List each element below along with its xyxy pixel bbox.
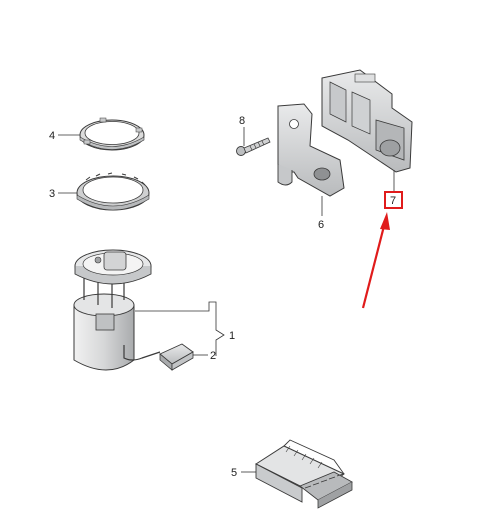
callout-3: 3	[49, 188, 55, 200]
part-7-carrier	[321, 69, 413, 173]
highlight-arrow	[361, 212, 390, 309]
callout-5: 5	[231, 467, 237, 479]
part-5-connector	[254, 439, 353, 509]
part-1-fuel-pump-module	[73, 249, 161, 371]
highlight-box-7	[384, 191, 403, 209]
callout-7: 7	[390, 195, 396, 207]
callout-8: 8	[239, 115, 245, 127]
callout-6: 6	[318, 219, 324, 231]
callout-2: 2	[210, 350, 216, 362]
bracket-1	[135, 301, 225, 356]
part-3-gasket	[76, 172, 150, 211]
part-6-bracket	[277, 103, 345, 197]
part-2-level-sensor	[159, 343, 194, 371]
part-4-ring	[79, 117, 145, 151]
callout-1: 1	[229, 330, 235, 342]
callout-4: 4	[49, 130, 55, 142]
part-8-screw	[236, 137, 271, 156]
